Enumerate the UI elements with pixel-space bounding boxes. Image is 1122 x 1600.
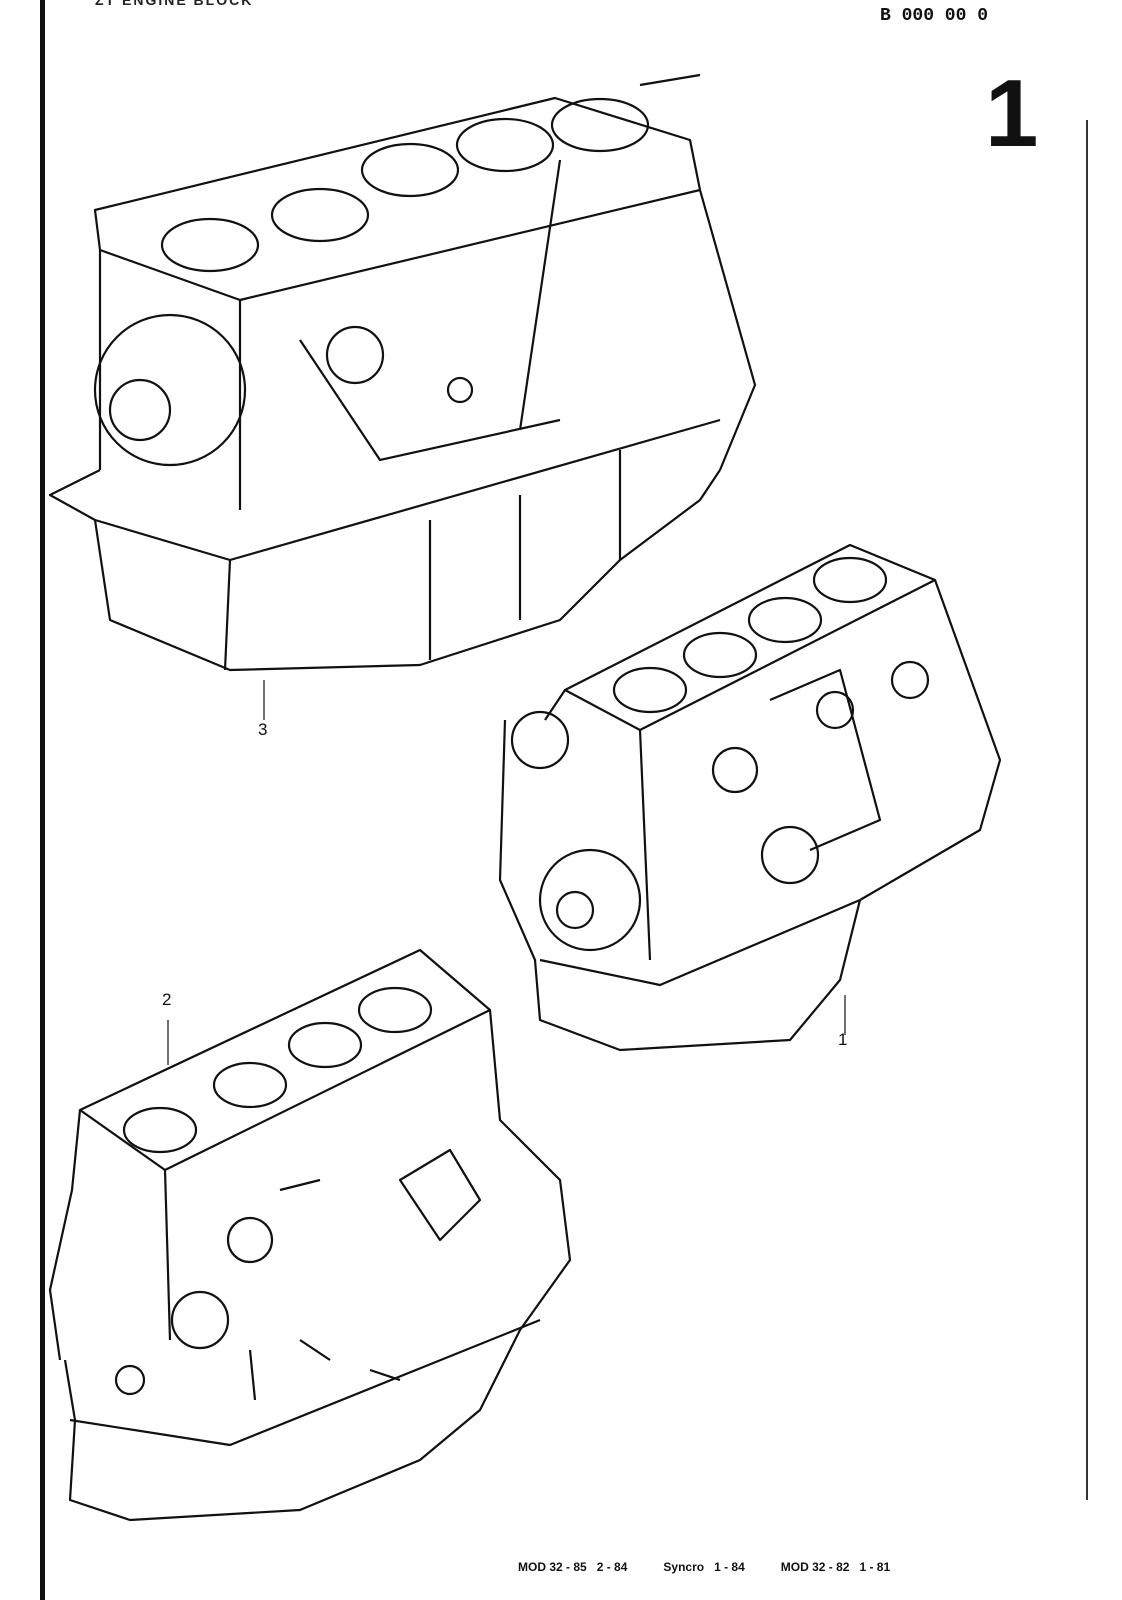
engine-block-1 bbox=[498, 543, 1002, 1052]
part-group-code: B 000 00 0 bbox=[880, 6, 989, 26]
callout-1: 1 bbox=[838, 1030, 848, 1049]
page-number: 1 bbox=[985, 60, 1039, 167]
engine-block-3 bbox=[48, 73, 757, 720]
callout-3: 3 bbox=[258, 720, 268, 739]
section-title: ZT ENGINE BLOCK bbox=[95, 0, 254, 8]
footer-entry: Syncro 1 - 84 bbox=[663, 1560, 745, 1574]
right-margin-rule bbox=[1086, 120, 1088, 1500]
footer-entry: MOD 32 - 82 1 - 81 bbox=[780, 1560, 891, 1574]
callout-2: 2 bbox=[162, 990, 172, 1009]
engine-block-2 bbox=[48, 948, 572, 1522]
footer-model-codes: MOD 32 - 85 2 - 84 Syncro 1 - 84 MOD 32 … bbox=[518, 1560, 890, 1574]
footer-entry: MOD 32 - 85 2 - 84 bbox=[518, 1560, 628, 1574]
left-margin-rule bbox=[40, 0, 45, 1600]
